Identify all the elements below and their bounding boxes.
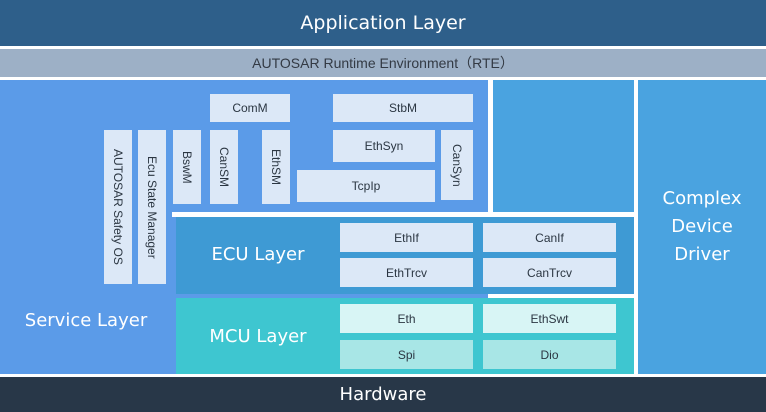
module-label: CanSyn bbox=[450, 143, 464, 187]
module-label: BswM bbox=[180, 150, 194, 184]
complex-device-driver: Complex Device Driver bbox=[638, 80, 766, 374]
module-ethsm: EthSM bbox=[262, 130, 290, 204]
cdd-label-line: Driver bbox=[674, 244, 730, 265]
module-label: AUTOSAR Safety OS bbox=[111, 149, 125, 265]
module-eth: Eth bbox=[340, 304, 473, 333]
cdd-label: Complex Device Driver bbox=[663, 185, 742, 269]
module-spi: Spi bbox=[340, 340, 473, 369]
module-comm: ComM bbox=[210, 94, 290, 122]
application-layer: Application Layer bbox=[0, 0, 766, 46]
module-canif: CanIf bbox=[483, 223, 616, 252]
rte-layer: AUTOSAR Runtime Environment（RTE） bbox=[0, 49, 766, 77]
module-cansm: CanSM bbox=[210, 130, 238, 204]
module-stbm: StbM bbox=[333, 94, 473, 122]
module-dio: Dio bbox=[483, 340, 616, 369]
module-tcpip: TcpIp bbox=[297, 170, 435, 202]
ecu-layer-label: ECU Layer bbox=[211, 243, 305, 265]
cdd-label-line: Complex bbox=[662, 188, 742, 209]
module-ethsyn: EthSyn bbox=[333, 130, 435, 162]
module-cantrcv: CanTrcv bbox=[483, 258, 616, 287]
cdd-extension bbox=[493, 80, 634, 214]
module-ethif: EthIf bbox=[340, 223, 473, 252]
mcu-layer-label: MCU Layer bbox=[209, 325, 307, 347]
hardware-layer: Hardware bbox=[0, 377, 766, 412]
divider bbox=[172, 212, 634, 217]
module-label: Ecu State Manager bbox=[145, 155, 159, 259]
module-label: CanSM bbox=[217, 146, 231, 187]
module-ecu-state-manager: Ecu State Manager bbox=[138, 130, 166, 284]
module-ethtrcv: EthTrcv bbox=[340, 258, 473, 287]
divider bbox=[488, 80, 493, 216]
cdd-label-line: Device bbox=[671, 216, 733, 237]
module-ethswt: EthSwt bbox=[483, 304, 616, 333]
module-autosar-safety-os: AUTOSAR Safety OS bbox=[104, 130, 132, 284]
module-label: EthSM bbox=[269, 148, 283, 185]
module-cansyn: CanSyn bbox=[441, 130, 473, 200]
service-layer-label: Service Layer bbox=[24, 309, 148, 331]
module-bswm: BswM bbox=[173, 130, 201, 204]
